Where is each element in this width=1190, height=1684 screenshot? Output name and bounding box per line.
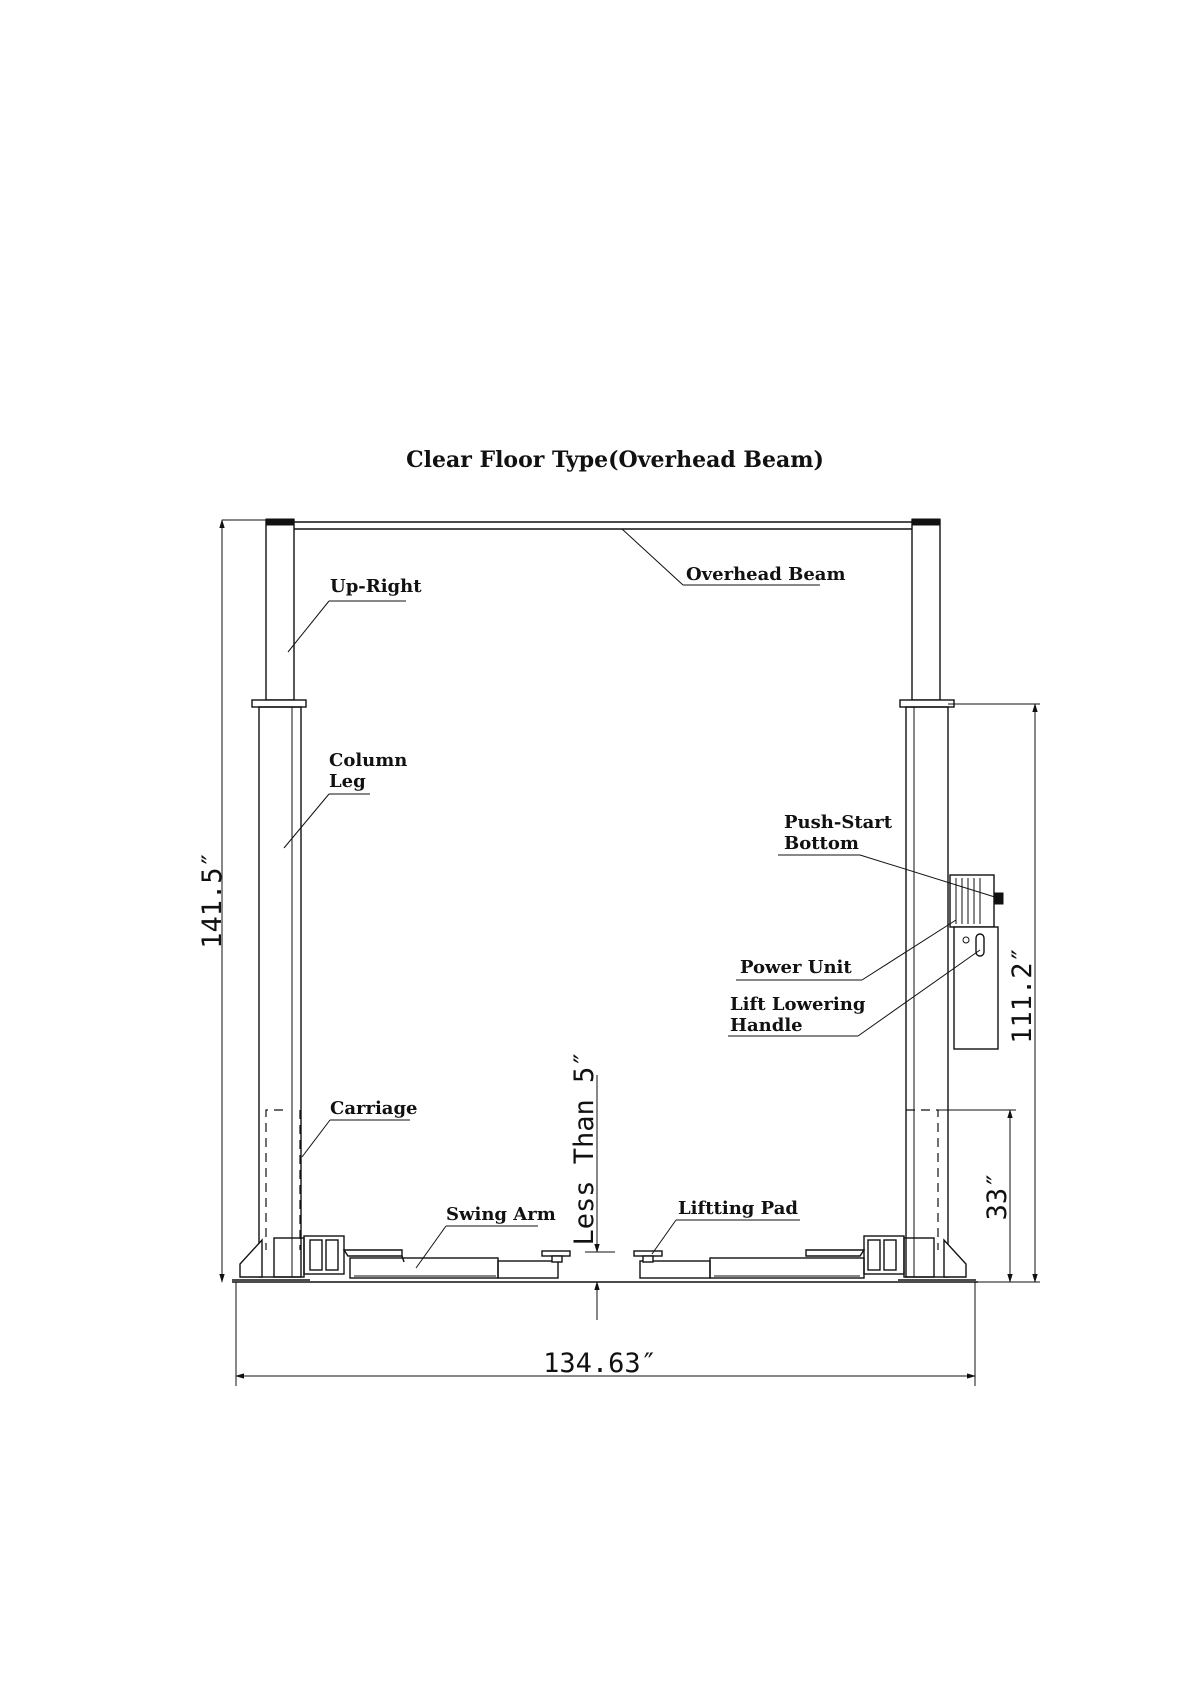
dim-pad-clearance: Less Than 5″ xyxy=(569,1050,615,1320)
left-post xyxy=(232,519,570,1280)
overhead-beam-callout: Overhead Beam xyxy=(622,529,846,585)
power-unit-label: Power Unit xyxy=(740,957,852,978)
right-post xyxy=(634,519,1003,1280)
overall-width-value: 134.63″ xyxy=(543,1348,657,1379)
column-leg-callout: Column Leg xyxy=(284,750,407,848)
overhead-beam xyxy=(294,522,912,529)
carriage-label: Carriage xyxy=(330,1098,418,1119)
column-leg-label-1: Column xyxy=(329,750,407,771)
dim-overall-height: 141.5″ xyxy=(197,520,266,1282)
push-start-label-2: Bottom xyxy=(784,833,859,854)
column-leg-label-2: Leg xyxy=(329,771,366,792)
lift-lowering-label-2: Handle xyxy=(730,1015,803,1036)
up-right-callout: Up-Right xyxy=(288,576,422,652)
lifting-pad-callout: Liftting Pad xyxy=(652,1198,800,1254)
lifting-pad-label: Liftting Pad xyxy=(678,1198,798,1219)
pad-clearance-value: Less Than 5″ xyxy=(569,1050,600,1245)
lift-lowering-label-1: Lift Lowering xyxy=(730,994,866,1015)
push-start-label-1: Push-Start xyxy=(784,812,893,833)
power-unit-height-value: 111.2″ xyxy=(1007,946,1038,1044)
diagram-title: Clear Floor Type(Overhead Beam) xyxy=(406,447,824,473)
dim-overall-width: 134.63″ xyxy=(236,1282,975,1386)
carriage-callout: Carriage xyxy=(302,1098,418,1157)
swing-arm-label: Swing Arm xyxy=(446,1204,556,1225)
up-right-label: Up-Right xyxy=(330,576,422,597)
carriage-height-value: 33″ xyxy=(982,1172,1013,1221)
power-unit-callout: Power Unit xyxy=(736,920,956,980)
overhead-beam-label: Overhead Beam xyxy=(686,564,846,585)
overall-height-value: 141.5″ xyxy=(197,851,228,949)
